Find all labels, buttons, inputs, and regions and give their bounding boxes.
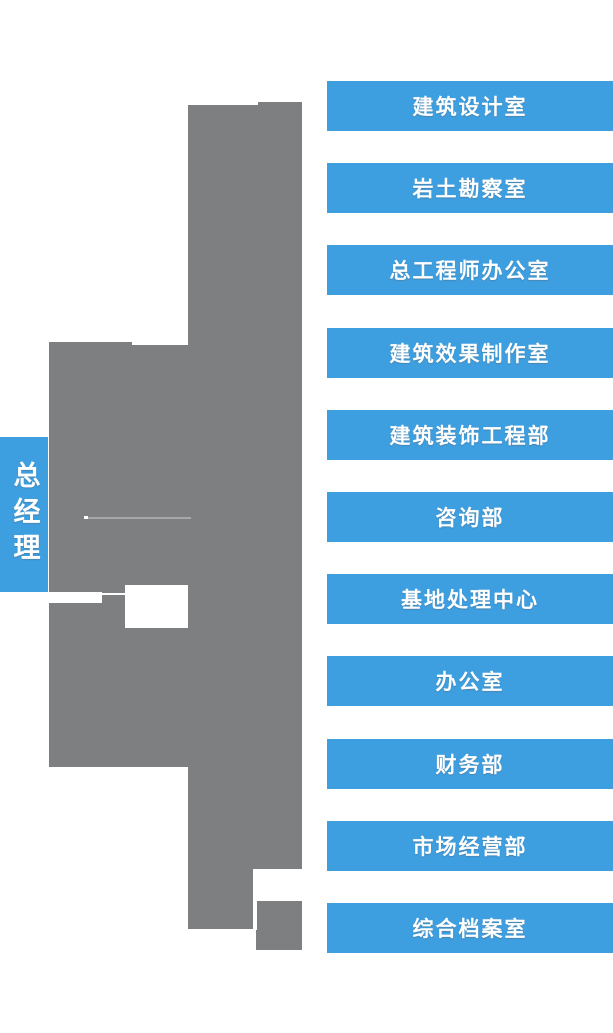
connector-faint-line (87, 517, 191, 519)
connector-cutout-notch (253, 869, 302, 901)
root-node-general-manager: 总经理 (0, 437, 48, 592)
connector-cutout-line (102, 592, 125, 595)
connector-cutout-sliver (253, 901, 257, 930)
department-node-geotech-survey: 岩土勘察室 (327, 163, 613, 214)
department-node-archives: 综合档案室 (327, 902, 613, 953)
department-node-base-processing-center: 基地处理中心 (327, 574, 613, 625)
department-node-design: 建筑设计室 (327, 81, 613, 131)
department-node-chief-engineer-office: 总工程师办公室 (327, 245, 613, 296)
department-node-finance: 财务部 (327, 738, 613, 789)
connector-trunk-top-step (258, 102, 302, 106)
connector-trunk (188, 105, 302, 869)
connector-dash (84, 516, 88, 519)
connector-tail-left (188, 869, 253, 929)
department-node-consulting: 咨询部 (327, 491, 613, 542)
connector-block-mid (132, 345, 188, 767)
connector-tail-right (256, 901, 302, 950)
department-list: 建筑设计室 岩土勘察室 总工程师办公室 建筑效果制作室 建筑装饰工程部 咨询部 … (327, 81, 613, 953)
connector-cutout-strip (49, 592, 102, 603)
connector-cutout-box (125, 585, 188, 628)
department-node-rendering: 建筑效果制作室 (327, 327, 613, 378)
root-node-label: 总经理 (8, 460, 40, 569)
department-node-decoration-engineering: 建筑装饰工程部 (327, 409, 613, 460)
department-node-office: 办公室 (327, 656, 613, 707)
connector-block-left (49, 342, 132, 767)
department-node-marketing: 市场经营部 (327, 820, 613, 871)
